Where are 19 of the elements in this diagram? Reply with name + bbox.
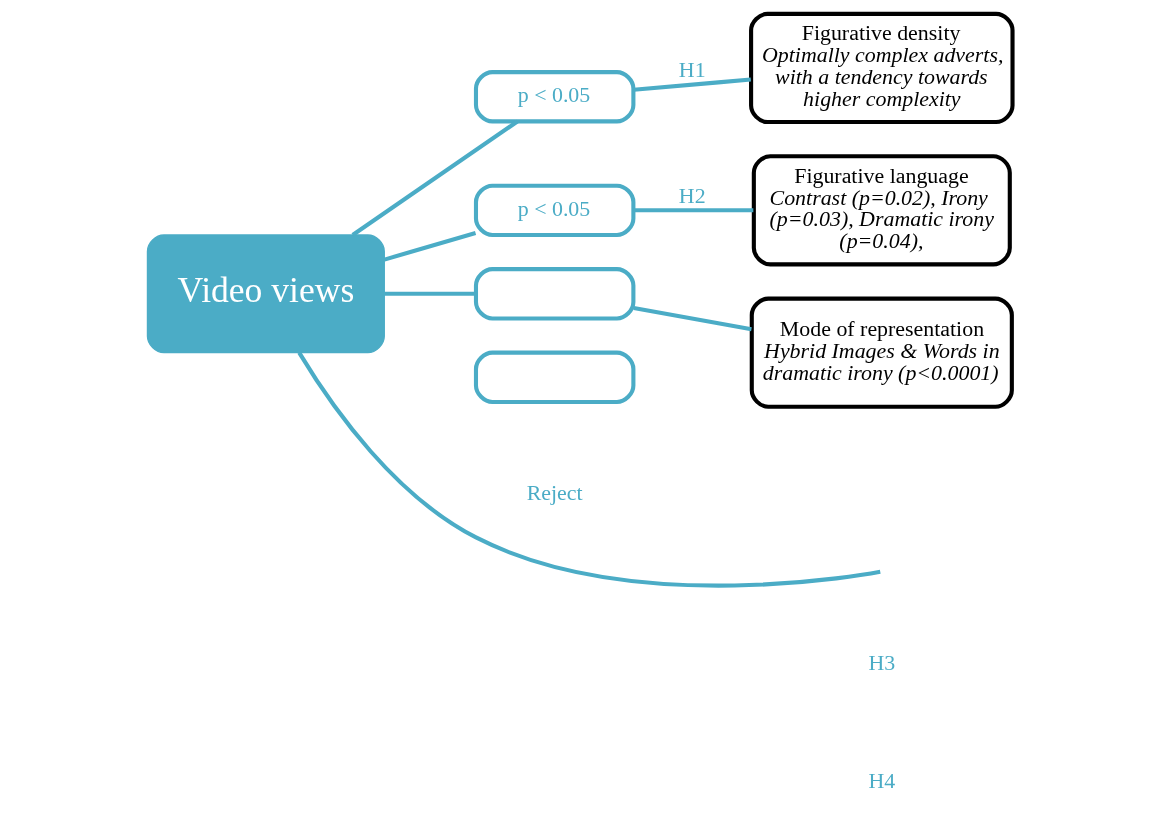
node-box: Figurative language Contrast (p=0.02), Irony (p=0.03), Dramatic irony (p=0.04), (751, 154, 1012, 267)
node-box: p < 0.05 (473, 70, 636, 124)
edge-label: H2 (678, 183, 706, 209)
connector (633, 305, 752, 332)
node-box (473, 350, 636, 404)
node-box: Mode of representation Hybrid Images & Words in dramatic irony (p<0.0001) (749, 296, 1014, 409)
node-box (473, 267, 636, 321)
label: H3 (868, 649, 896, 675)
connector (633, 77, 751, 92)
node-box: p < 0.05 (473, 183, 636, 237)
node-box: Video views (146, 234, 385, 354)
edge-label: H1 (678, 57, 706, 83)
label: H4 (868, 767, 896, 793)
connector (384, 291, 476, 296)
connector (383, 231, 477, 262)
node-box: Figurative density Optimally complex adverts, with a tendency towards higher complexity (749, 11, 1015, 125)
connector (633, 208, 754, 213)
node-label: Reject (526, 480, 583, 506)
connector (297, 351, 881, 588)
